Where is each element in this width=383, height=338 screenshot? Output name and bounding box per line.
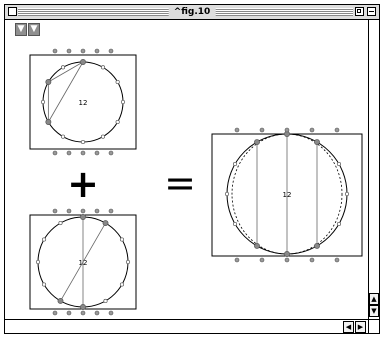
- circle-point: [232, 221, 238, 227]
- grid-marker: [108, 310, 114, 316]
- grid-marker: [80, 150, 86, 156]
- horizontal-scrollbar[interactable]: ◀ ▶: [5, 319, 368, 333]
- diagram-panel-top[interactable]: 12: [29, 48, 137, 156]
- circle-point: [344, 191, 350, 197]
- grid-marker: [309, 127, 315, 133]
- circle-point: [314, 243, 320, 249]
- circle-point: [232, 161, 238, 167]
- circle-point: [336, 221, 342, 227]
- circle-point: [120, 99, 126, 105]
- vertical-scrollbar[interactable]: ▲ ▼: [368, 20, 379, 319]
- grid-marker: [334, 257, 340, 263]
- grid-marker: [52, 48, 58, 54]
- circle-point: [80, 59, 86, 65]
- grid-marker: [108, 48, 114, 54]
- circle-point: [336, 161, 342, 167]
- circle-point: [45, 119, 52, 125]
- collapse-box[interactable]: [367, 7, 376, 16]
- circle-point: [314, 139, 320, 145]
- grid-marker: [66, 208, 72, 214]
- circle-point: [103, 298, 108, 304]
- circle-point: [60, 134, 66, 139]
- grid-marker: [52, 208, 58, 214]
- circle-point: [102, 220, 109, 226]
- circle-point: [40, 99, 46, 105]
- grid-marker: [108, 150, 114, 156]
- grid-marker: [234, 127, 240, 133]
- circle-point: [35, 259, 41, 265]
- circle-point: [125, 259, 131, 265]
- circle-point: [119, 282, 125, 287]
- close-box[interactable]: [8, 7, 17, 16]
- window-title: ^fig.10: [168, 5, 216, 19]
- grid-marker: [52, 150, 58, 156]
- grid-marker: [80, 310, 86, 316]
- collapse-icon: [369, 11, 374, 12]
- circle-point: [224, 191, 230, 197]
- grid-marker: [234, 257, 240, 263]
- panel-label: 12: [79, 99, 88, 107]
- title-bar[interactable]: ^fig.10: [5, 5, 379, 20]
- panel-frame: [29, 54, 137, 150]
- grid-marker: [94, 48, 100, 54]
- circle-point: [115, 79, 120, 85]
- grid-marker: [108, 208, 114, 214]
- diagram-panel-result[interactable]: 12: [211, 127, 363, 263]
- circle-point: [45, 79, 52, 85]
- equals-operator: =: [164, 161, 196, 205]
- grid-marker: [259, 127, 265, 133]
- toolbar-button-1[interactable]: ▼: [15, 23, 27, 36]
- circle-point: [58, 220, 63, 226]
- zoom-box[interactable]: [355, 7, 364, 16]
- circle-point: [100, 65, 106, 70]
- circle-point: [284, 251, 290, 257]
- down-arrow-icon: ▼: [17, 24, 25, 34]
- circle-point: [41, 282, 47, 287]
- panel-dashed-ellipse: [231, 133, 343, 255]
- circle-point: [254, 243, 260, 249]
- grid-marker: [66, 48, 72, 54]
- scroll-up-icon[interactable]: ▲: [369, 293, 379, 305]
- down-arrow-icon: ▼: [30, 24, 38, 34]
- chord-line: [48, 61, 84, 83]
- toolbar-button-2[interactable]: ▼: [28, 23, 40, 36]
- circle-point: [115, 119, 120, 125]
- grid-marker: [334, 127, 340, 133]
- circle-point: [80, 214, 86, 220]
- circle-point: [80, 139, 86, 145]
- grid-marker: [52, 310, 58, 316]
- diagram-panel-bottom[interactable]: 12: [29, 208, 137, 316]
- scroll-left-icon[interactable]: ◀: [343, 321, 354, 333]
- resize-grip[interactable]: [368, 319, 379, 333]
- circle-point: [100, 134, 106, 139]
- scroll-right-icon[interactable]: ▶: [355, 321, 366, 333]
- chord-line: [60, 222, 106, 302]
- circle-point: [254, 139, 260, 145]
- grid-marker: [284, 127, 290, 133]
- scroll-down-icon[interactable]: ▼: [369, 305, 379, 317]
- chord-line: [48, 61, 84, 123]
- circle-point: [119, 237, 125, 242]
- circle-point: [57, 298, 64, 304]
- circle-point: [41, 237, 47, 242]
- grid-marker: [80, 48, 86, 54]
- plus-operator: +: [67, 162, 99, 206]
- grid-marker: [66, 310, 72, 316]
- grid-marker: [80, 208, 86, 214]
- grid-marker: [66, 150, 72, 156]
- grid-marker: [284, 257, 290, 263]
- grid-marker: [259, 257, 265, 263]
- grid-marker: [94, 310, 100, 316]
- circle-point: [60, 65, 66, 70]
- circle-point: [80, 304, 86, 310]
- grid-marker: [94, 150, 100, 156]
- grid-marker: [94, 208, 100, 214]
- grid-marker: [309, 257, 315, 263]
- zoom-icon: [357, 9, 361, 13]
